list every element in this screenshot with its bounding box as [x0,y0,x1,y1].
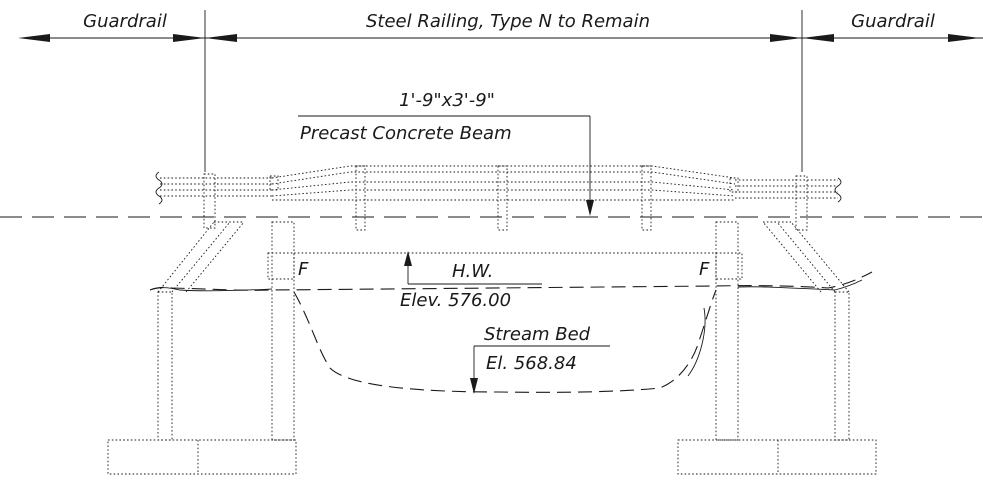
stream-bed-label: Stream Bed [484,324,591,345]
beam-callout-arrow [586,200,594,216]
stream-bed [149,279,863,394]
guardrail-left-label: Guardrail [83,11,167,32]
fixed-bearing-right-label: F [699,259,710,280]
beam-type-label: Precast Concrete Beam [300,123,512,144]
beam-callout: 1'-9"x3'-9" Precast Concrete Beam [298,90,594,216]
left-abutment [107,221,297,475]
arrow-right-end [948,34,980,42]
hw-callout-arrow [404,251,412,266]
railing-assembly [155,165,842,231]
steel-railing-label: Steel Railing, Type N to Remain [366,11,650,32]
high-water-line [149,251,873,291]
arrow-left-end [18,34,50,42]
railing-dimension-line [18,10,983,172]
hw-label: H.W. [452,261,493,282]
stream-callout-arrow [470,378,478,394]
right-abutment [677,221,877,475]
fixed-bearing-left-label: F [298,259,309,280]
stream-bed-elevation-label: El. 568.84 [486,353,577,374]
guardrail-right-label: Guardrail [851,11,935,32]
hw-elevation-label: Elev. 576.00 [400,290,511,311]
beam-size-label: 1'-9"x3'-9" [399,90,495,111]
